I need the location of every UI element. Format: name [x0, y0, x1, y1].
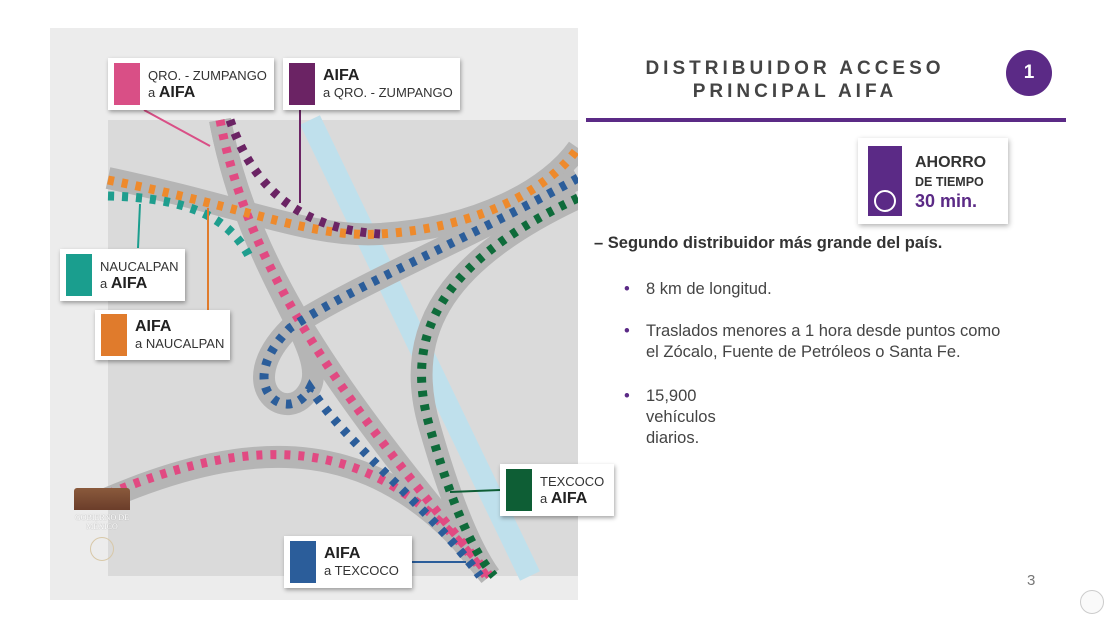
- gobierno-logo: GOBIERNO DE MÉXICO: [74, 488, 130, 561]
- time-savings-card: AHORRO DE TIEMPO 30 min.: [858, 138, 1008, 224]
- bullet-line: 8 km de longitud.: [646, 280, 772, 298]
- bullet-item: 8 km de longitud.: [624, 279, 772, 300]
- page-number: 3: [1027, 572, 1036, 589]
- title-line-1: DISTRIBUIDOR ACCESO: [645, 58, 945, 79]
- route-pink-2: [106, 450, 490, 579]
- label-bold: AIFA: [324, 545, 361, 562]
- route-green: [417, 193, 578, 579]
- bullet-line: Traslados menores a 1 hora desde puntos …: [646, 322, 1001, 340]
- bullet-line: 15,900: [646, 387, 697, 405]
- ahorro-value: 30 min.: [915, 191, 978, 211]
- title-divider: [586, 118, 1066, 122]
- color-swatch: [114, 63, 140, 105]
- label-bold: AIFA: [550, 490, 588, 507]
- label-small: QRO. - ZUMPANGO: [148, 68, 267, 83]
- clock-icon: [874, 190, 896, 212]
- corner-seal-icon: [1080, 590, 1104, 614]
- label-prefix: a: [100, 276, 111, 291]
- route-purple: [225, 118, 381, 239]
- label-bold: AIFA: [323, 67, 360, 84]
- color-swatch: [66, 254, 92, 296]
- label-small: a NAUCALPAN: [135, 336, 225, 351]
- label-small: a TEXCOCO: [324, 563, 399, 578]
- number-badge: 1: [1006, 50, 1052, 96]
- color-swatch: [289, 63, 315, 105]
- label-texcoco-to-aifa: TEXCOCO a AIFA: [500, 464, 614, 516]
- label-naucalpan-to-aifa: NAUCALPAN a AIFA: [60, 249, 185, 301]
- label-small: a QRO. - ZUMPANGO: [323, 85, 453, 100]
- bullet-item: 15,900 vehículos diarios.: [624, 386, 716, 449]
- bullet-line: diarios.: [646, 429, 700, 447]
- label-prefix: a: [540, 491, 551, 506]
- label-small: TEXCOCO: [540, 474, 605, 489]
- ahorro-sublabel: DE TIEMPO: [915, 175, 984, 189]
- label-bold: AIFA: [110, 275, 148, 292]
- label-bold: AIFA: [135, 318, 172, 335]
- color-swatch: [506, 469, 532, 511]
- bullet-line: vehículos: [646, 408, 716, 426]
- subtitle: – Segundo distribuidor más grande del pa…: [594, 234, 943, 252]
- route-orange: [107, 145, 578, 239]
- route-blue: [259, 174, 578, 579]
- interchange-map: [50, 28, 578, 600]
- label-small: NAUCALPAN: [100, 259, 179, 274]
- label-bold: AIFA: [158, 84, 196, 101]
- route-pink: [215, 119, 494, 579]
- bullet-line: el Zócalo, Fuente de Petróleos o Santa F…: [646, 343, 961, 361]
- title-line-2: PRINCIPAL AIFA: [692, 81, 898, 102]
- color-swatch: [290, 541, 316, 583]
- label-prefix: a: [148, 85, 159, 100]
- bullet-item: Traslados menores a 1 hora desde puntos …: [624, 321, 1001, 363]
- label-qro-to-aifa: QRO. - ZUMPANGO a AIFA: [108, 58, 274, 110]
- color-swatch: [101, 314, 127, 356]
- ahorro-label: AHORRO: [915, 154, 987, 171]
